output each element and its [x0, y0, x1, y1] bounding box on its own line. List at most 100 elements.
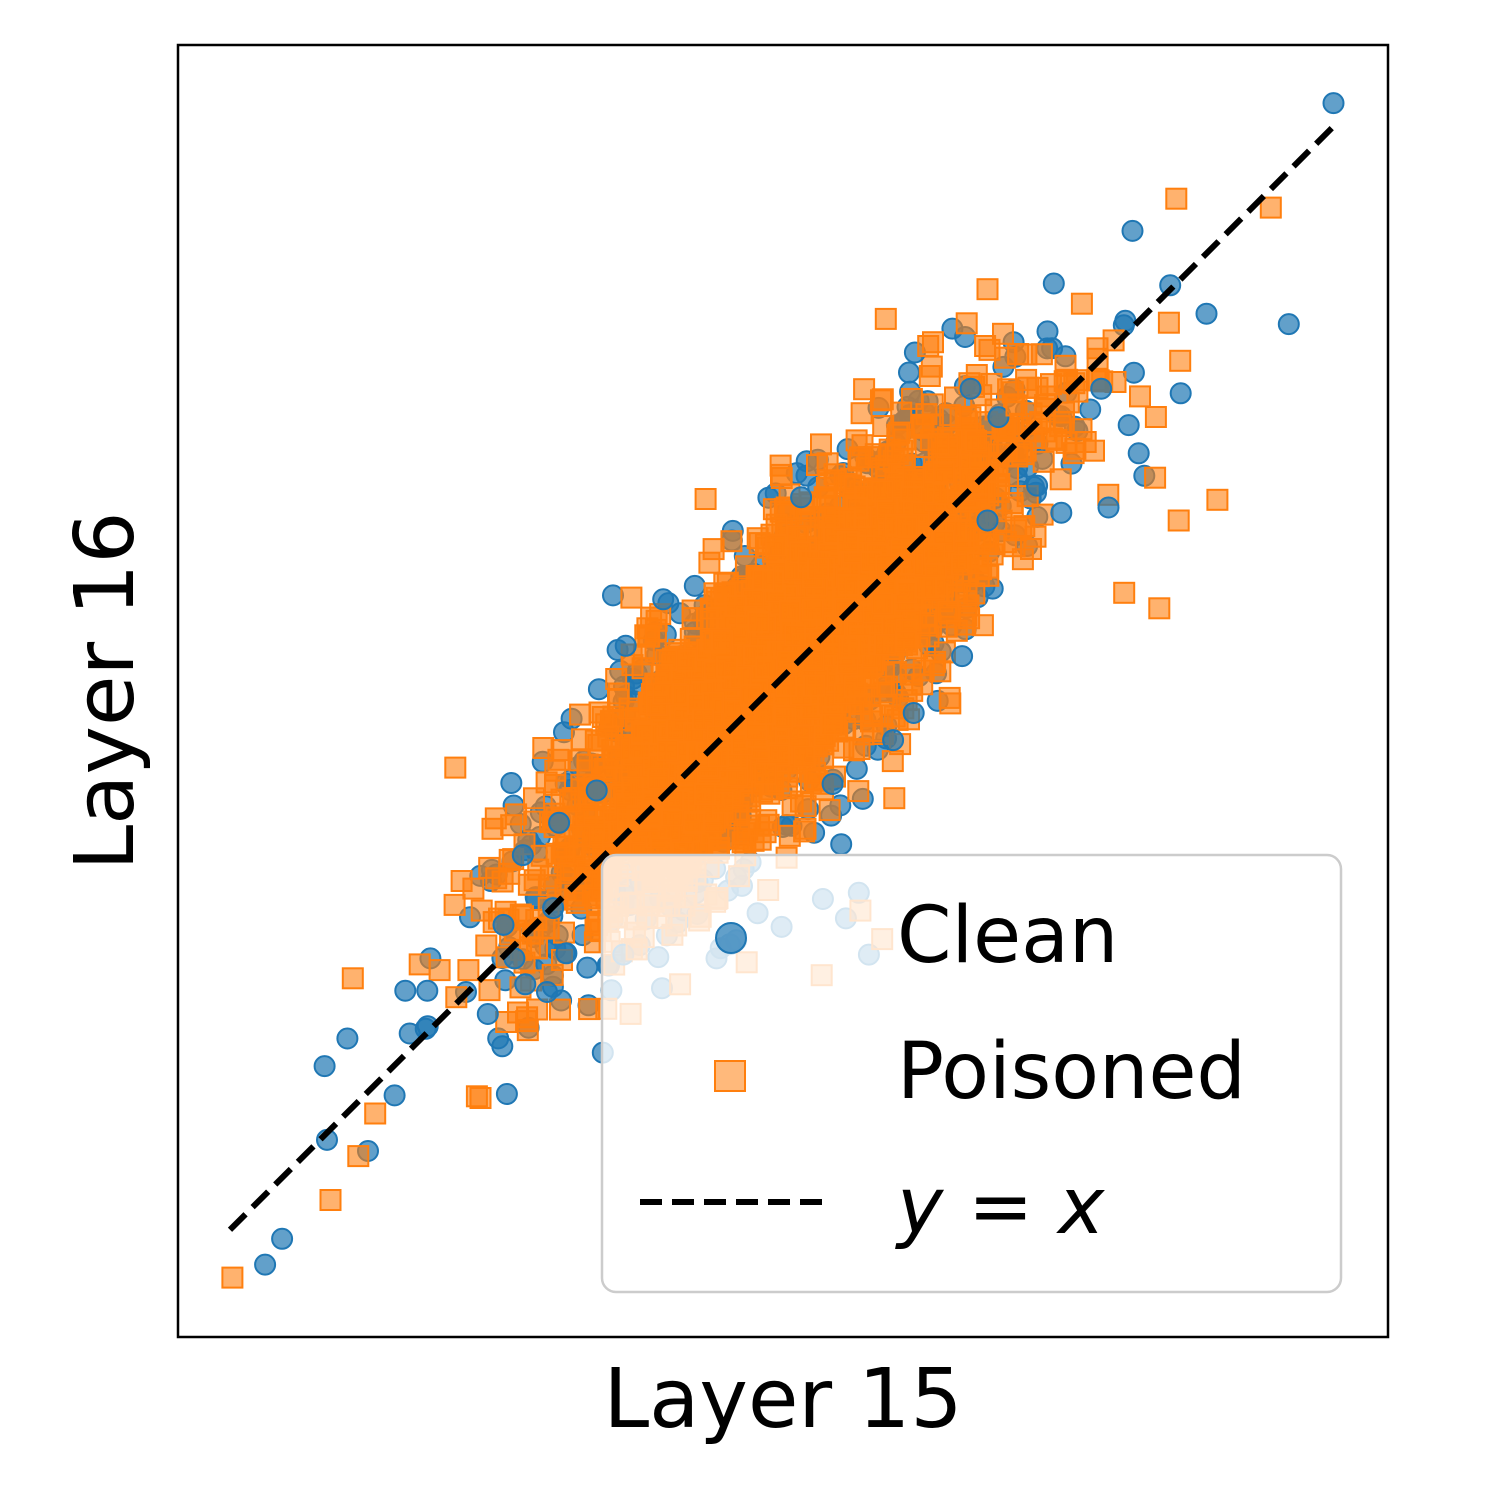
poisoned-point [874, 307, 897, 330]
poisoned-point [895, 581, 918, 604]
poisoned-point [675, 649, 697, 672]
poisoned-point [1062, 442, 1085, 465]
reference-line [227, 124, 1336, 1232]
legend: Clean Poisoned y = x [600, 853, 1343, 1294]
poisoned-point [711, 629, 734, 652]
poisoned-point [974, 335, 997, 357]
poisoned-point [927, 432, 950, 455]
poisoned-point [871, 592, 894, 615]
clean-point [536, 981, 558, 1003]
clean-point [987, 406, 1010, 429]
poisoned-point [549, 998, 571, 1021]
poisoned-point [515, 1010, 538, 1033]
poisoned-point [1113, 581, 1136, 604]
clean-point [1122, 361, 1145, 384]
clean-point [1026, 474, 1049, 497]
poisoned-point [724, 595, 747, 617]
legend-clean-marker [715, 922, 747, 954]
poisoned-point [1032, 450, 1055, 473]
clean-point [1159, 274, 1182, 297]
clean-point [383, 1084, 406, 1107]
poisoned-point [850, 402, 873, 425]
clean-point [1322, 92, 1345, 115]
poisoned-point [923, 543, 946, 565]
poisoned-point [484, 807, 507, 830]
poisoned-point [341, 967, 364, 990]
poisoned-point [838, 637, 861, 660]
clean-point [1090, 377, 1113, 400]
clean-point [548, 811, 571, 834]
clean-point [1121, 219, 1144, 242]
poisoned-point [475, 934, 498, 957]
poisoned-point [568, 749, 591, 772]
clean-point [614, 634, 637, 657]
poisoned-point [597, 725, 620, 748]
poisoned-point [1206, 488, 1229, 511]
poisoned-point [945, 619, 968, 642]
clean-point [271, 1227, 294, 1250]
poisoned-point [693, 783, 716, 806]
poisoned-point [818, 506, 841, 529]
poisoned-point [776, 650, 799, 673]
poisoned-point [843, 675, 866, 698]
poisoned-point [883, 787, 906, 810]
poisoned-point [553, 921, 575, 944]
x-axis-label: Layer 15 [603, 1352, 962, 1447]
poisoned-point [364, 1102, 387, 1125]
legend-poisoned-label: Poisoned [897, 1027, 1246, 1117]
clean-point [976, 509, 999, 532]
poisoned-point [849, 446, 872, 469]
clean-point [254, 1253, 277, 1276]
poisoned-point [1011, 548, 1034, 571]
poisoned-point [443, 893, 466, 916]
poisoned-point [569, 703, 592, 726]
clean-point [585, 779, 608, 802]
poisoned-point [832, 736, 855, 759]
poisoned-point [754, 762, 777, 785]
poisoned-point [801, 598, 824, 621]
clean-point [394, 979, 417, 1002]
poisoned-point [652, 682, 675, 705]
poisoned-point [621, 654, 644, 677]
poisoned-point [319, 1189, 342, 1211]
poisoned-point [748, 814, 770, 837]
poisoned-point [793, 820, 816, 843]
poisoned-point [853, 378, 876, 401]
poisoned-point [530, 844, 553, 867]
clean-point [652, 588, 675, 611]
legend-poisoned-marker [714, 1060, 746, 1092]
clean-point [1169, 382, 1192, 405]
poisoned-point [939, 404, 962, 427]
clean-point [1117, 414, 1140, 437]
poisoned-point [1049, 415, 1072, 438]
clean-point [1042, 272, 1065, 295]
poisoned-point [1165, 187, 1188, 210]
poisoned-point [568, 825, 591, 848]
poisoned-point [702, 538, 725, 561]
clean-point [491, 1035, 514, 1058]
poisoned-point [638, 625, 661, 648]
poisoned-point [1259, 196, 1282, 219]
poisoned-point [1005, 394, 1028, 417]
poisoned-point [895, 515, 918, 538]
poisoned-point [837, 530, 859, 553]
poisoned-point [755, 656, 778, 679]
poisoned-point [694, 488, 717, 510]
poisoned-point [992, 322, 1014, 345]
poisoned-point [902, 466, 925, 488]
clean-point [1277, 313, 1300, 336]
poisoned-point [1157, 311, 1180, 334]
poisoned-point [630, 722, 653, 745]
poisoned-point [1144, 406, 1167, 428]
plot-area [221, 92, 1345, 1289]
poisoned-point [605, 668, 628, 690]
clean-point [1097, 496, 1120, 519]
clean-point [1127, 442, 1150, 465]
y-axis-label: Layer 16 [58, 511, 153, 870]
poisoned-point [616, 808, 639, 831]
poisoned-point [547, 748, 570, 771]
poisoned-point [764, 534, 787, 557]
poisoned-point [778, 600, 801, 622]
poisoned-point [444, 756, 467, 779]
poisoned-point [837, 573, 860, 596]
